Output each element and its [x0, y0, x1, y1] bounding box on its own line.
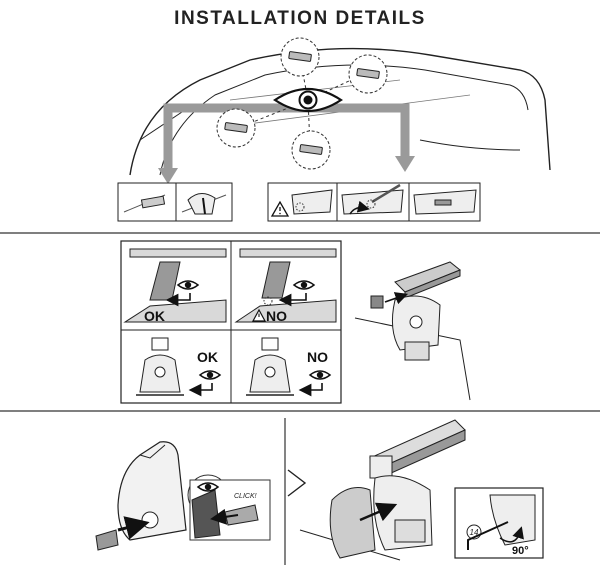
foot-pad-insert	[95, 441, 187, 551]
eye-icon	[273, 88, 343, 112]
warning-triangle-icon	[270, 200, 290, 217]
ok-label: OK	[144, 308, 165, 324]
torque-detail: 14 90°	[454, 487, 544, 559]
roof-bar-foot-assembly	[354, 261, 471, 401]
angle-label: 90°	[512, 545, 529, 557]
eye-icon	[309, 370, 331, 380]
ok-label: OK	[197, 349, 218, 365]
eye-icon	[197, 482, 219, 492]
eye-icon	[199, 370, 221, 380]
foot-bracket	[246, 337, 294, 396]
no-label: NO	[307, 349, 328, 365]
foot-bracket	[136, 337, 184, 396]
fixing-point-circle	[291, 130, 331, 170]
allen-key	[467, 521, 509, 550]
click-detail: CLICK!	[187, 474, 271, 541]
step-number: 14	[470, 528, 479, 537]
fixing-point-circle	[348, 54, 388, 94]
detail-panel-right	[267, 182, 481, 222]
warning-triangle-icon	[251, 308, 267, 322]
click-label: CLICK!	[234, 493, 257, 500]
check-panel: OK NO OK	[120, 240, 342, 404]
fixing-point-circle	[280, 37, 320, 77]
roof-overview	[129, 37, 551, 184]
next-step-arrow	[287, 469, 307, 497]
rotate-arrow-icon	[499, 526, 524, 543]
eye-icon	[293, 280, 315, 290]
eye-icon	[177, 280, 199, 290]
fixing-point-circle	[216, 108, 256, 148]
no-label: NO	[266, 308, 287, 324]
page-title: INSTALLATION DETAILS	[174, 8, 426, 29]
bar-foot-assembly-final	[299, 419, 466, 561]
detail-panel-left	[117, 182, 233, 222]
